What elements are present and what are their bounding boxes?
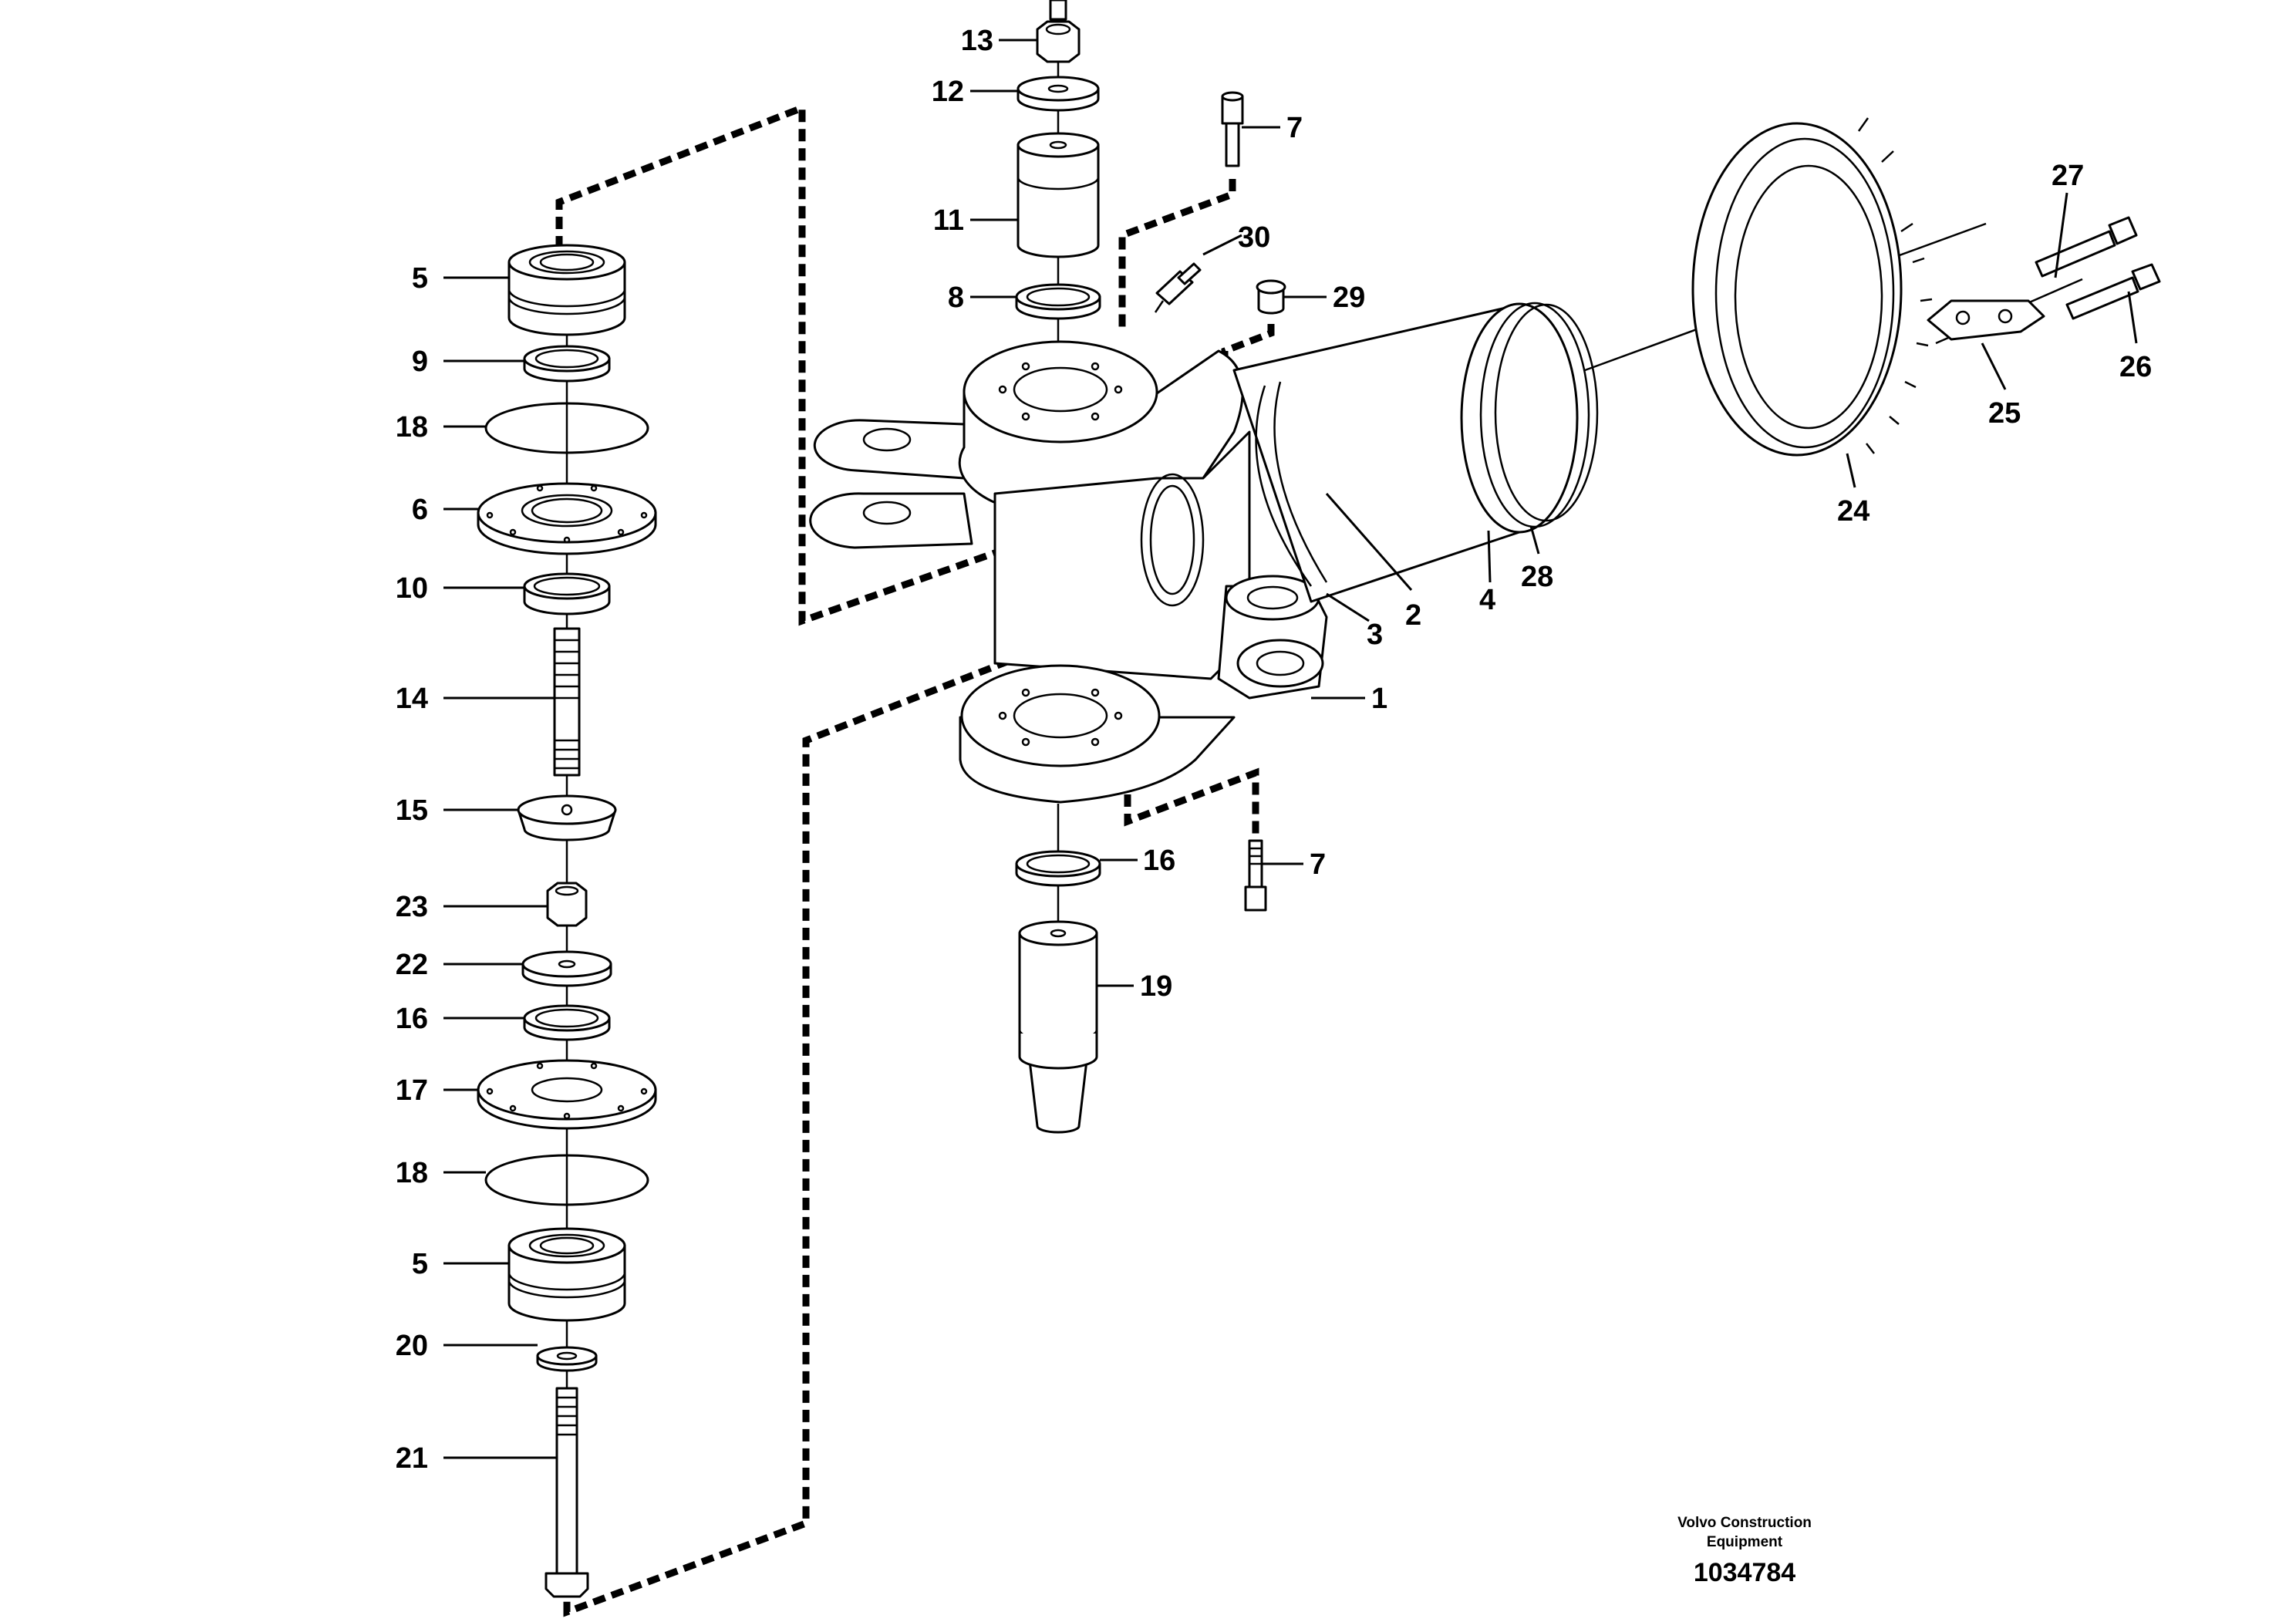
callout-7: 7: [1286, 112, 1303, 144]
callout-29: 29: [1333, 282, 1365, 314]
footer-block: Volvo Construction Equipment 1034784: [1677, 1515, 1812, 1587]
dashed-connector-bolt-7-top: [1118, 179, 1236, 332]
steering-knuckle-housing-1: [809, 340, 1328, 804]
callout-27: 27: [2052, 160, 2084, 192]
o-ring-18-top: [484, 402, 649, 454]
ring-16-centre: [1015, 850, 1101, 887]
callout-7: 7: [1310, 848, 1326, 881]
callout-10: 10: [396, 572, 428, 605]
callout-14: 14: [396, 683, 428, 715]
callout-16: 16: [396, 1003, 428, 1035]
callout-18: 18: [396, 1157, 428, 1189]
callout-26: 26: [2119, 351, 2152, 383]
bearing-5-bottom: [507, 1227, 626, 1322]
cap-15: [517, 794, 617, 841]
callout-20: 20: [396, 1330, 428, 1362]
company-name-line1: Volvo Construction: [1677, 1515, 1812, 1531]
flange-plate-6: [477, 482, 657, 555]
callout-22: 22: [396, 949, 428, 981]
o-ring-18-bottom: [484, 1154, 649, 1206]
callout-25: 25: [1988, 397, 2021, 430]
bolt-7-bottom: [1244, 839, 1267, 912]
stud-14: [553, 627, 581, 777]
callout-13: 13: [961, 25, 993, 57]
callout-28: 28: [1521, 561, 1553, 593]
plug-29: [1256, 279, 1286, 315]
sleeve-10: [523, 572, 611, 615]
plate-17: [477, 1059, 657, 1130]
washer-12: [1017, 76, 1100, 112]
grease-nipple-30: [1154, 262, 1202, 313]
nut-23: [546, 882, 588, 927]
bolt-27: [2035, 216, 2138, 278]
spindle-sleeve-4: [1232, 302, 1599, 603]
leader-lines: [443, 39, 2138, 1459]
bolt-21: [544, 1387, 589, 1598]
callout-1: 1: [1371, 683, 1387, 715]
callout-18: 18: [396, 411, 428, 443]
sensor-bracket-25: [1927, 299, 2045, 341]
ring-9: [523, 345, 611, 383]
washer-20: [536, 1346, 598, 1372]
callout-2: 2: [1405, 599, 1421, 632]
ring-8: [1015, 283, 1101, 320]
callout-30: 30: [1238, 221, 1270, 254]
callout-19: 19: [1140, 970, 1172, 1003]
callout-5: 5: [412, 262, 428, 295]
callout-labels: 5 9 18 6 10 14 15 23 22 16 17 18 5 20 21…: [396, 25, 2153, 1475]
callout-12: 12: [932, 76, 964, 108]
callout-8: 8: [948, 282, 964, 314]
callout-4: 4: [1479, 584, 1495, 616]
callout-23: 23: [396, 891, 428, 923]
callout-21: 21: [396, 1442, 428, 1475]
callout-15: 15: [396, 794, 428, 827]
callout-6: 6: [412, 494, 428, 526]
toothed-ring-24: [1691, 117, 1933, 457]
bolt-7-top: [1221, 91, 1244, 167]
callout-24: 24: [1837, 495, 1870, 528]
callout-16: 16: [1143, 845, 1175, 877]
dashed-connector-upper-left: [555, 103, 1062, 626]
kingpin-11: [1017, 132, 1100, 258]
callout-3: 3: [1367, 619, 1383, 651]
dashed-connector-bolt-7-bottom: [1124, 767, 1259, 841]
company-name-line2: Equipment: [1707, 1534, 1783, 1550]
bearing-5-top: [507, 244, 626, 336]
callout-9: 9: [412, 346, 428, 378]
nut-13: [1036, 0, 1081, 63]
callout-11: 11: [933, 204, 964, 237]
lower-pin-19: [1018, 920, 1098, 1134]
callout-5: 5: [412, 1248, 428, 1280]
drawing-number: 1034784: [1694, 1558, 1795, 1587]
bolt-26: [2065, 263, 2161, 320]
callout-17: 17: [396, 1074, 428, 1107]
ring-16-left: [523, 1004, 611, 1041]
dashed-connector-plug-29: [1221, 324, 1275, 386]
washer-22: [521, 950, 612, 987]
